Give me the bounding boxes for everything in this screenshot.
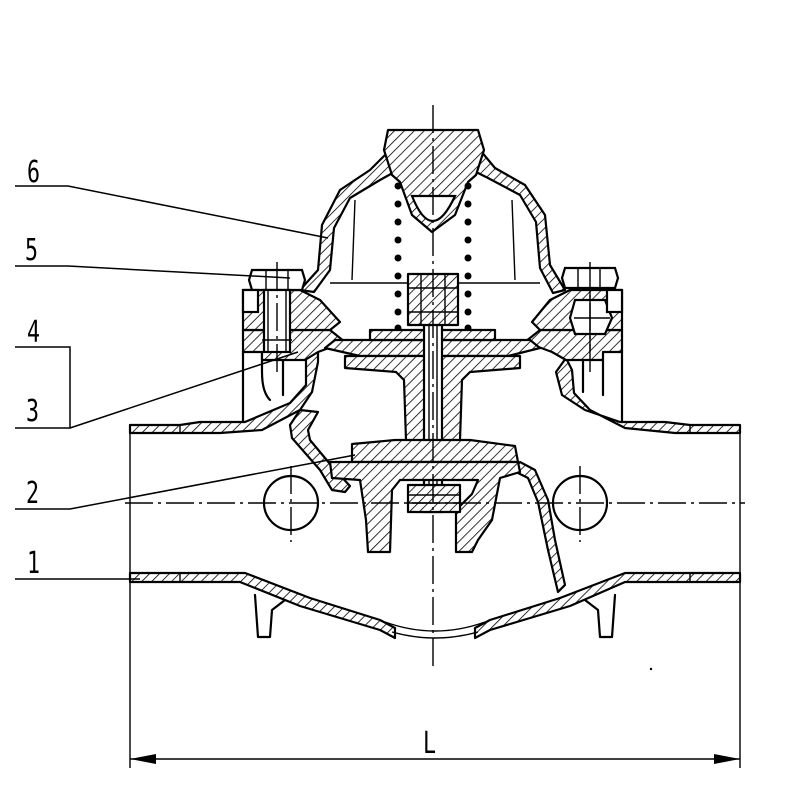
body-bottom-rim (384, 621, 486, 639)
leader-4 (15, 346, 71, 429)
leader-3 (69, 351, 299, 429)
leader-6 (15, 185, 329, 239)
disc-lower (328, 460, 522, 554)
left-flange-column (241, 350, 285, 424)
disc-upper (350, 438, 520, 464)
center-lines (125, 105, 745, 668)
leader-5 (15, 265, 291, 279)
callout-2: 2 (26, 476, 40, 511)
right-pipe-bottom-wall (473, 571, 742, 640)
callout-1: 1 (27, 546, 41, 581)
bonnet-shell (298, 148, 567, 295)
right-foot (583, 593, 617, 639)
right-inner-wall (510, 460, 567, 594)
right-flange-column (581, 350, 624, 424)
left-foot (253, 593, 287, 639)
disc-bottom-nut (406, 483, 462, 514)
dimension-arrow-left (130, 754, 156, 764)
right-body-flange (523, 328, 624, 362)
callout-6: 6 (27, 155, 41, 190)
right-bolt-nut (568, 298, 614, 336)
left-pipe-bottom-wall (128, 571, 397, 640)
callout-3: 3 (26, 394, 40, 429)
callout-4: 4 (27, 315, 41, 350)
leader-lines (15, 185, 356, 580)
dimension-label: L (423, 726, 437, 761)
left-bolt-washer (241, 288, 260, 314)
valve-disc (328, 438, 522, 554)
length-dimension (129, 582, 741, 768)
leader-2 (15, 454, 356, 510)
dimension-arrow-right (714, 754, 740, 764)
bonnet-top-boss (382, 128, 486, 234)
callout-5: 5 (25, 233, 39, 268)
right-bolt-washer (605, 288, 624, 314)
